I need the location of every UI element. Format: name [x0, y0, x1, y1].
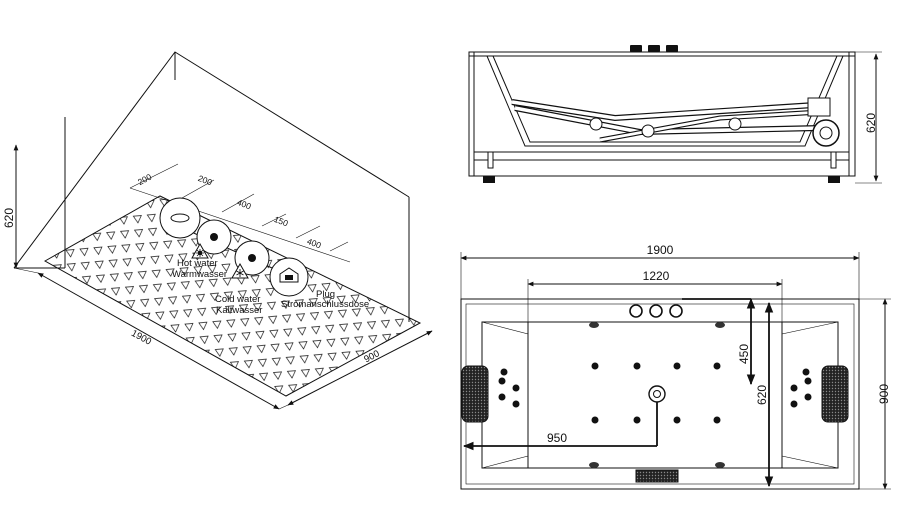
cold-water-icon [231, 262, 249, 279]
plan-width-dim: 900 [877, 384, 891, 404]
socket-icon [279, 267, 299, 283]
spacing-dim-3: 400 [236, 197, 253, 212]
control-button-1 [629, 304, 643, 318]
tub-outline [460, 298, 860, 490]
foot-right [828, 176, 840, 183]
display-panel-icon [635, 469, 679, 483]
cold-water-label-en: Cold water [215, 294, 260, 305]
plug-label-de: Stromanschlussdose [281, 299, 369, 310]
headrest-left [461, 365, 489, 423]
hot-water-label-de: Warmwasser [172, 269, 227, 280]
headrest-right [821, 365, 849, 423]
plan-length-dim: 1900 [647, 243, 674, 257]
drain-icon [170, 213, 190, 223]
side-frame [468, 51, 856, 177]
connection-points [159, 197, 309, 297]
iso-room-view: 620 1900 900 200 200 400 150 400 [2, 51, 433, 410]
iso-width-dim-line [287, 330, 433, 406]
hot-water-icon [191, 242, 209, 259]
iso-length-dim: 1900 [129, 328, 153, 348]
side-height-dim: 620 [864, 113, 878, 133]
plan-control-y-dim: 450 [737, 344, 751, 364]
plan-drain-y-dim: 620 [755, 385, 769, 405]
top-controls-icon [630, 45, 678, 52]
control-button-3 [669, 304, 683, 318]
spacing-dim-1: 200 [136, 171, 153, 187]
body-jets [498, 362, 812, 424]
spacing-dim-5: 400 [306, 236, 323, 251]
drain-circle [159, 197, 201, 239]
foot-left [483, 176, 495, 183]
cold-water-label-de: Kaltwasser [216, 305, 262, 316]
spacing-dim-2: 200 [197, 173, 214, 188]
top-plan-view: 1900 1220 900 450 620 950 [460, 243, 891, 490]
rim-jets [589, 322, 725, 483]
plug-label-en: Plug [316, 289, 335, 300]
iso-length-dim-line [37, 272, 280, 410]
spacing-dim-4: 150 [273, 214, 290, 229]
control-button-2 [649, 304, 663, 318]
plan-inner-dim: 1220 [643, 269, 670, 283]
side-elevation-view: 620 [468, 45, 882, 184]
plan-drain-x-dim: 950 [547, 431, 567, 445]
iso-height-dim: 620 [2, 208, 16, 228]
hot-water-label-en: Hot water [177, 258, 218, 269]
pipework [511, 97, 840, 147]
